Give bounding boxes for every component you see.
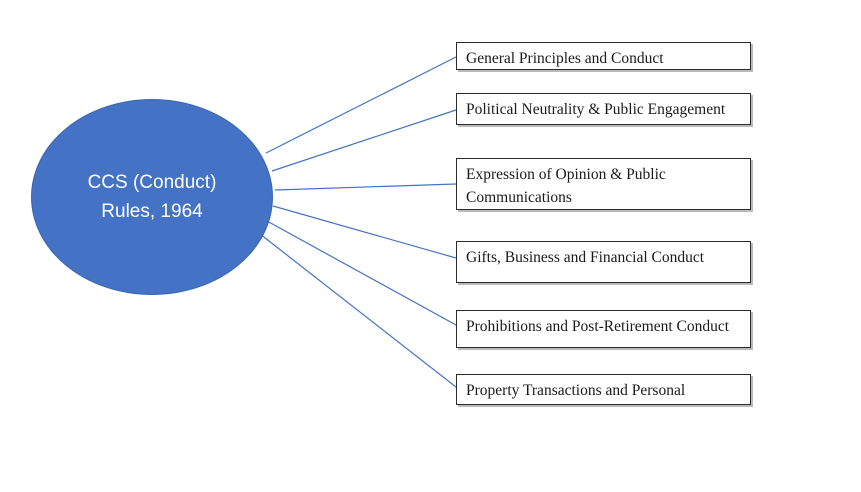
connector-line-2 (271, 109, 457, 172)
branch-node-label: Expression of Opinion & Public Communica… (466, 166, 666, 206)
branch-node-gifts-business-financial: Gifts, Business and Financial Conduct (456, 241, 751, 283)
branch-node-label: Gifts, Business and Financial Conduct (466, 249, 705, 266)
branch-node-label: General Principles and Conduct (466, 50, 664, 67)
connector-line-1 (265, 56, 457, 154)
branch-node-property-transactions: Property Transactions and Personal (456, 374, 751, 405)
branch-node-general-principles: General Principles and Conduct (456, 42, 751, 70)
branch-node-label: Political Neutrality & Public Engagement (466, 101, 726, 118)
connector-line-3 (274, 183, 457, 191)
connector-line-5 (266, 220, 457, 326)
branch-node-prohibitions-post-retirement: Prohibitions and Post-Retirement Conduct (456, 310, 751, 348)
center-node-label-line1: CCS (Conduct) (87, 172, 217, 193)
branch-node-political-neutrality: Political Neutrality & Public Engagement (456, 93, 751, 125)
center-node-label-line2: Rules, 1964 (101, 201, 203, 222)
branch-node-expression-of-opinion: Expression of Opinion & Public Communica… (456, 158, 751, 210)
connector-line-4 (272, 205, 457, 259)
branch-node-label: Prohibitions and Post-Retirement Conduct (466, 318, 730, 335)
center-node-ellipse: CCS (Conduct) Rules, 1964 (31, 99, 273, 295)
connector-line-6 (259, 233, 457, 388)
branch-node-label: Property Transactions and Personal (466, 382, 686, 399)
